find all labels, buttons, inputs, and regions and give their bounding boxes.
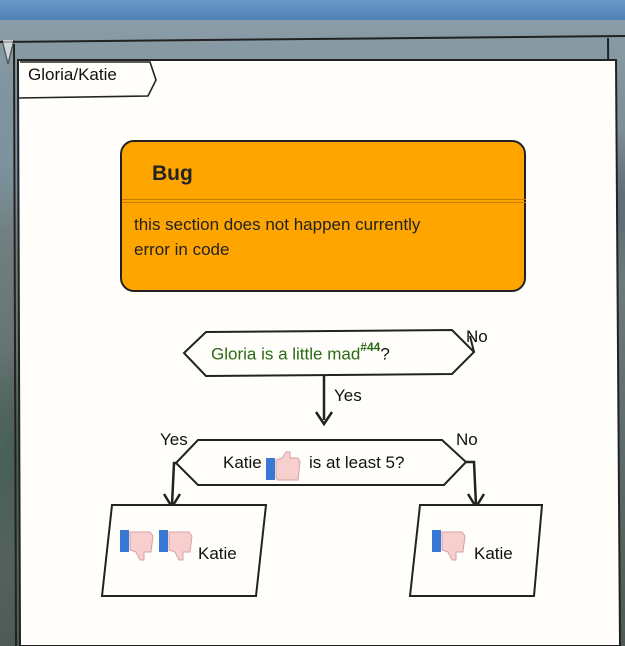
decision-1-no-label: No [466,327,488,346]
bug-title: Bug [152,162,193,185]
top-banner [0,0,625,20]
bug-divider [122,202,526,203]
frame-corner [1,39,15,65]
decision-2-yes-label: Yes [160,430,188,449]
bug-note: Bug this section does not happen current… [120,140,526,292]
result-right-shape [408,504,544,597]
bug-line: this section does not happen currently [134,215,421,234]
thumbs-up-icon [266,451,301,481]
decision-1-condition: Gloria is a little mad [211,344,361,364]
bug-body: this section does not happen currently e… [134,212,514,262]
frame-left-line [13,43,17,646]
frame-top-line [0,35,625,43]
decision-1-suffix: ? [380,344,390,364]
decision-2-prefix: Katie [223,453,262,472]
decision-2-no-label: No [456,430,478,449]
thumbs-down-icon [120,530,154,561]
decision-1-yes-arrowhead [314,411,334,427]
bug-line: error in code [134,240,230,259]
decision-2-no-line [466,460,478,506]
result-right-label: Katie [474,544,513,563]
decision-1-no-line [469,335,475,353]
decision-2-suffix: is at least 5? [309,453,405,472]
bug-divider [122,199,526,200]
decision-1-text: Gloria is a little mad#44? [211,340,390,365]
decision-1-yes-label: Yes [334,386,362,405]
tab-label[interactable]: Gloria/Katie [28,65,117,84]
result-left-label: Katie [198,544,237,563]
thumbs-down-icon [159,530,193,561]
tab-outline [17,61,157,99]
decision-2-yes-line [170,461,176,506]
decision-1-ref[interactable]: #44 [360,340,381,354]
thumbs-down-icon [432,530,466,561]
